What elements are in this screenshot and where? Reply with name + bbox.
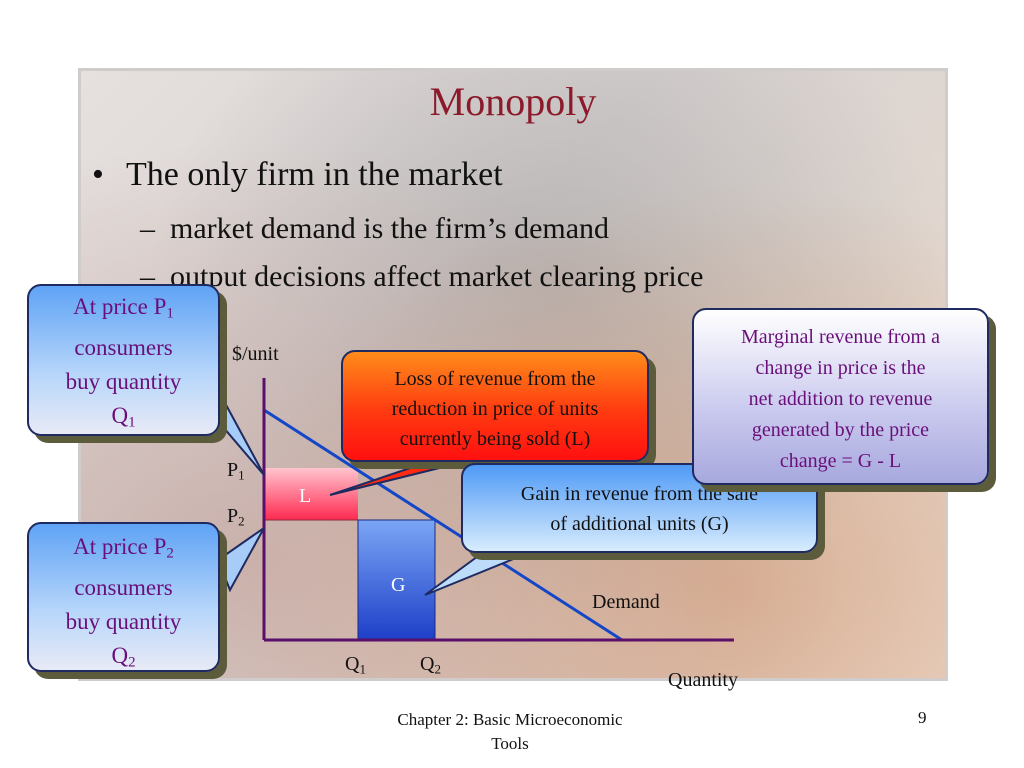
loss-callout: Loss of revenue from the reduction in pr… [341, 350, 649, 462]
area-l-fill [264, 468, 358, 520]
main-bullet: • The only firm in the market [92, 156, 503, 194]
bullet-dot-icon: • [92, 156, 104, 193]
q2-label: Q2 [420, 653, 441, 677]
marginal-revenue-callout: Marginal revenue from a change in price … [692, 308, 989, 485]
sub-bullet-text: market demand is the firm’s demand [170, 212, 610, 245]
main-bullet-text: The only firm in the market [126, 156, 503, 193]
demand-label: Demand [592, 591, 660, 613]
y-axis-label: $/unit [232, 343, 279, 365]
dash-icon: – [140, 212, 155, 245]
price2-pointer [216, 527, 265, 593]
demand-line [263, 408, 623, 642]
sub-bullet-text: output decisions affect market clearing … [170, 260, 704, 293]
price2-callout: At price P2 consumers buy quantity Q2 [27, 522, 220, 672]
page-number: 9 [918, 708, 927, 727]
slide-title: Monopoly [429, 79, 597, 124]
x-axis-label: Quantity [668, 669, 738, 691]
q1-label: Q1 [345, 653, 366, 677]
p1-label: P1 [227, 459, 245, 483]
area-l-label: L [299, 485, 312, 507]
sub-bullet-1: –market demand is the firm’s demand [140, 212, 609, 246]
loss-pointer [329, 457, 481, 496]
sub-bullet-2: –output decisions affect market clearing… [140, 260, 703, 294]
footer-chapter: Chapter 2: Basic Microeconomic Tools [397, 710, 623, 753]
p2-label: P2 [227, 505, 245, 529]
price1-callout: At price P1 consumers buy quantity Q1 [27, 284, 220, 436]
area-g-label: G [391, 574, 406, 596]
